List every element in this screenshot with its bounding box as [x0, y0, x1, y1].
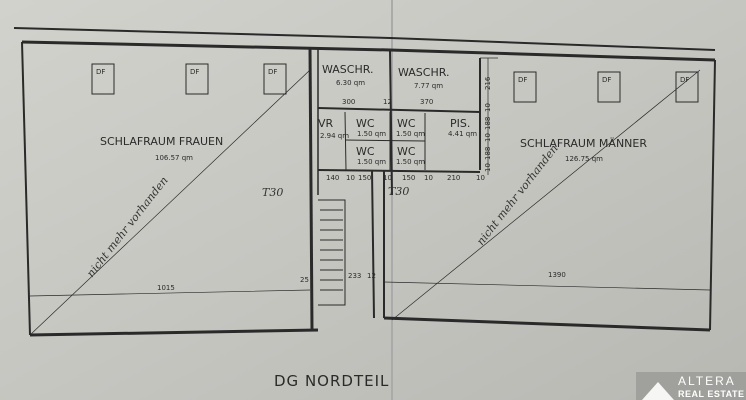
walls [13, 27, 716, 337]
room-area-wash1: 6.30 qm [336, 79, 365, 87]
dimensions: 300 12 370 140 10 150 10 150 10 210 10 2… [157, 76, 566, 292]
dimension: 1015 [157, 284, 175, 292]
dimension: 10 [424, 174, 433, 182]
dimension: 25 [300, 276, 309, 284]
dimension: 12 [367, 272, 376, 280]
room-name-women: SCHLAFRAUM FRAUEN [100, 135, 223, 148]
room-name-wc3: WC [356, 145, 375, 158]
room-name-men: SCHLAFRAUM MÄNNER [520, 137, 647, 150]
room-area-men: 126.75 qm [565, 155, 603, 163]
room-name-wc4: WC [397, 145, 416, 158]
plan-title: DG NORDTEIL [274, 372, 389, 390]
logo-name: ALTERA [678, 374, 736, 388]
dimension: 10 [484, 103, 492, 112]
room-area-women: 106.57 qm [155, 154, 193, 162]
dimension: 150 [402, 174, 415, 182]
skylight-label: DF [518, 76, 527, 84]
skylight [675, 71, 699, 103]
skylight-label: DF [602, 76, 611, 84]
dimension: 300 [342, 98, 355, 106]
dimension: 216 [484, 76, 492, 90]
logo-house-icon [642, 382, 674, 400]
dimension: 370 [420, 98, 433, 106]
skylight [597, 71, 621, 103]
room-area-wc1: 1.50 qm [357, 130, 386, 138]
dimension: 188 [484, 117, 492, 130]
room-area-wc2: 1.50 qm [396, 130, 425, 138]
skylight-label: DF [268, 68, 277, 76]
skylight [91, 63, 115, 95]
room-area-wc4: 1.50 qm [396, 158, 425, 166]
room-name-wash1: WASCHR. [322, 63, 373, 76]
room-area-wash2: 7.77 qm [414, 82, 443, 90]
dimension: 140 [326, 174, 339, 182]
dimension: 1390 [548, 271, 566, 279]
skylight [185, 63, 209, 95]
room-name-wash2: WASCHR. [398, 66, 449, 79]
skylight-label: DF [680, 76, 689, 84]
dimension: 10 [484, 163, 492, 172]
room-area-vr: 2.94 qm [320, 132, 349, 140]
door-rating: T30 [262, 186, 283, 199]
skylight-label: DF [96, 68, 105, 76]
skylight-label: DF [190, 68, 199, 76]
door-rating: T30 [388, 185, 409, 198]
altera-logo: ALTERA REAL ESTATE [636, 372, 746, 400]
dimension: 188 [484, 147, 492, 160]
dimension: 233 [348, 272, 361, 280]
skylights [91, 63, 699, 103]
room-name-vr: VR [318, 117, 334, 130]
room-name-pis: PIS. [450, 117, 470, 130]
dimension: 10 [484, 133, 492, 142]
dimension: 10 [383, 174, 392, 182]
dimension: 210 [447, 174, 460, 182]
dimension: 10 [476, 174, 485, 182]
dimension: 150 [358, 174, 371, 182]
dimension: 12 [383, 98, 392, 106]
skylight [513, 71, 537, 103]
room-name-wc1: WC [356, 117, 375, 130]
room-area-wc3: 1.50 qm [357, 158, 386, 166]
room-name-wc2: WC [397, 117, 416, 130]
room-area-pis: 4.41 qm [448, 130, 477, 138]
skylight [263, 63, 287, 95]
dimension: 10 [346, 174, 355, 182]
logo-subtitle: REAL ESTATE [678, 389, 745, 399]
